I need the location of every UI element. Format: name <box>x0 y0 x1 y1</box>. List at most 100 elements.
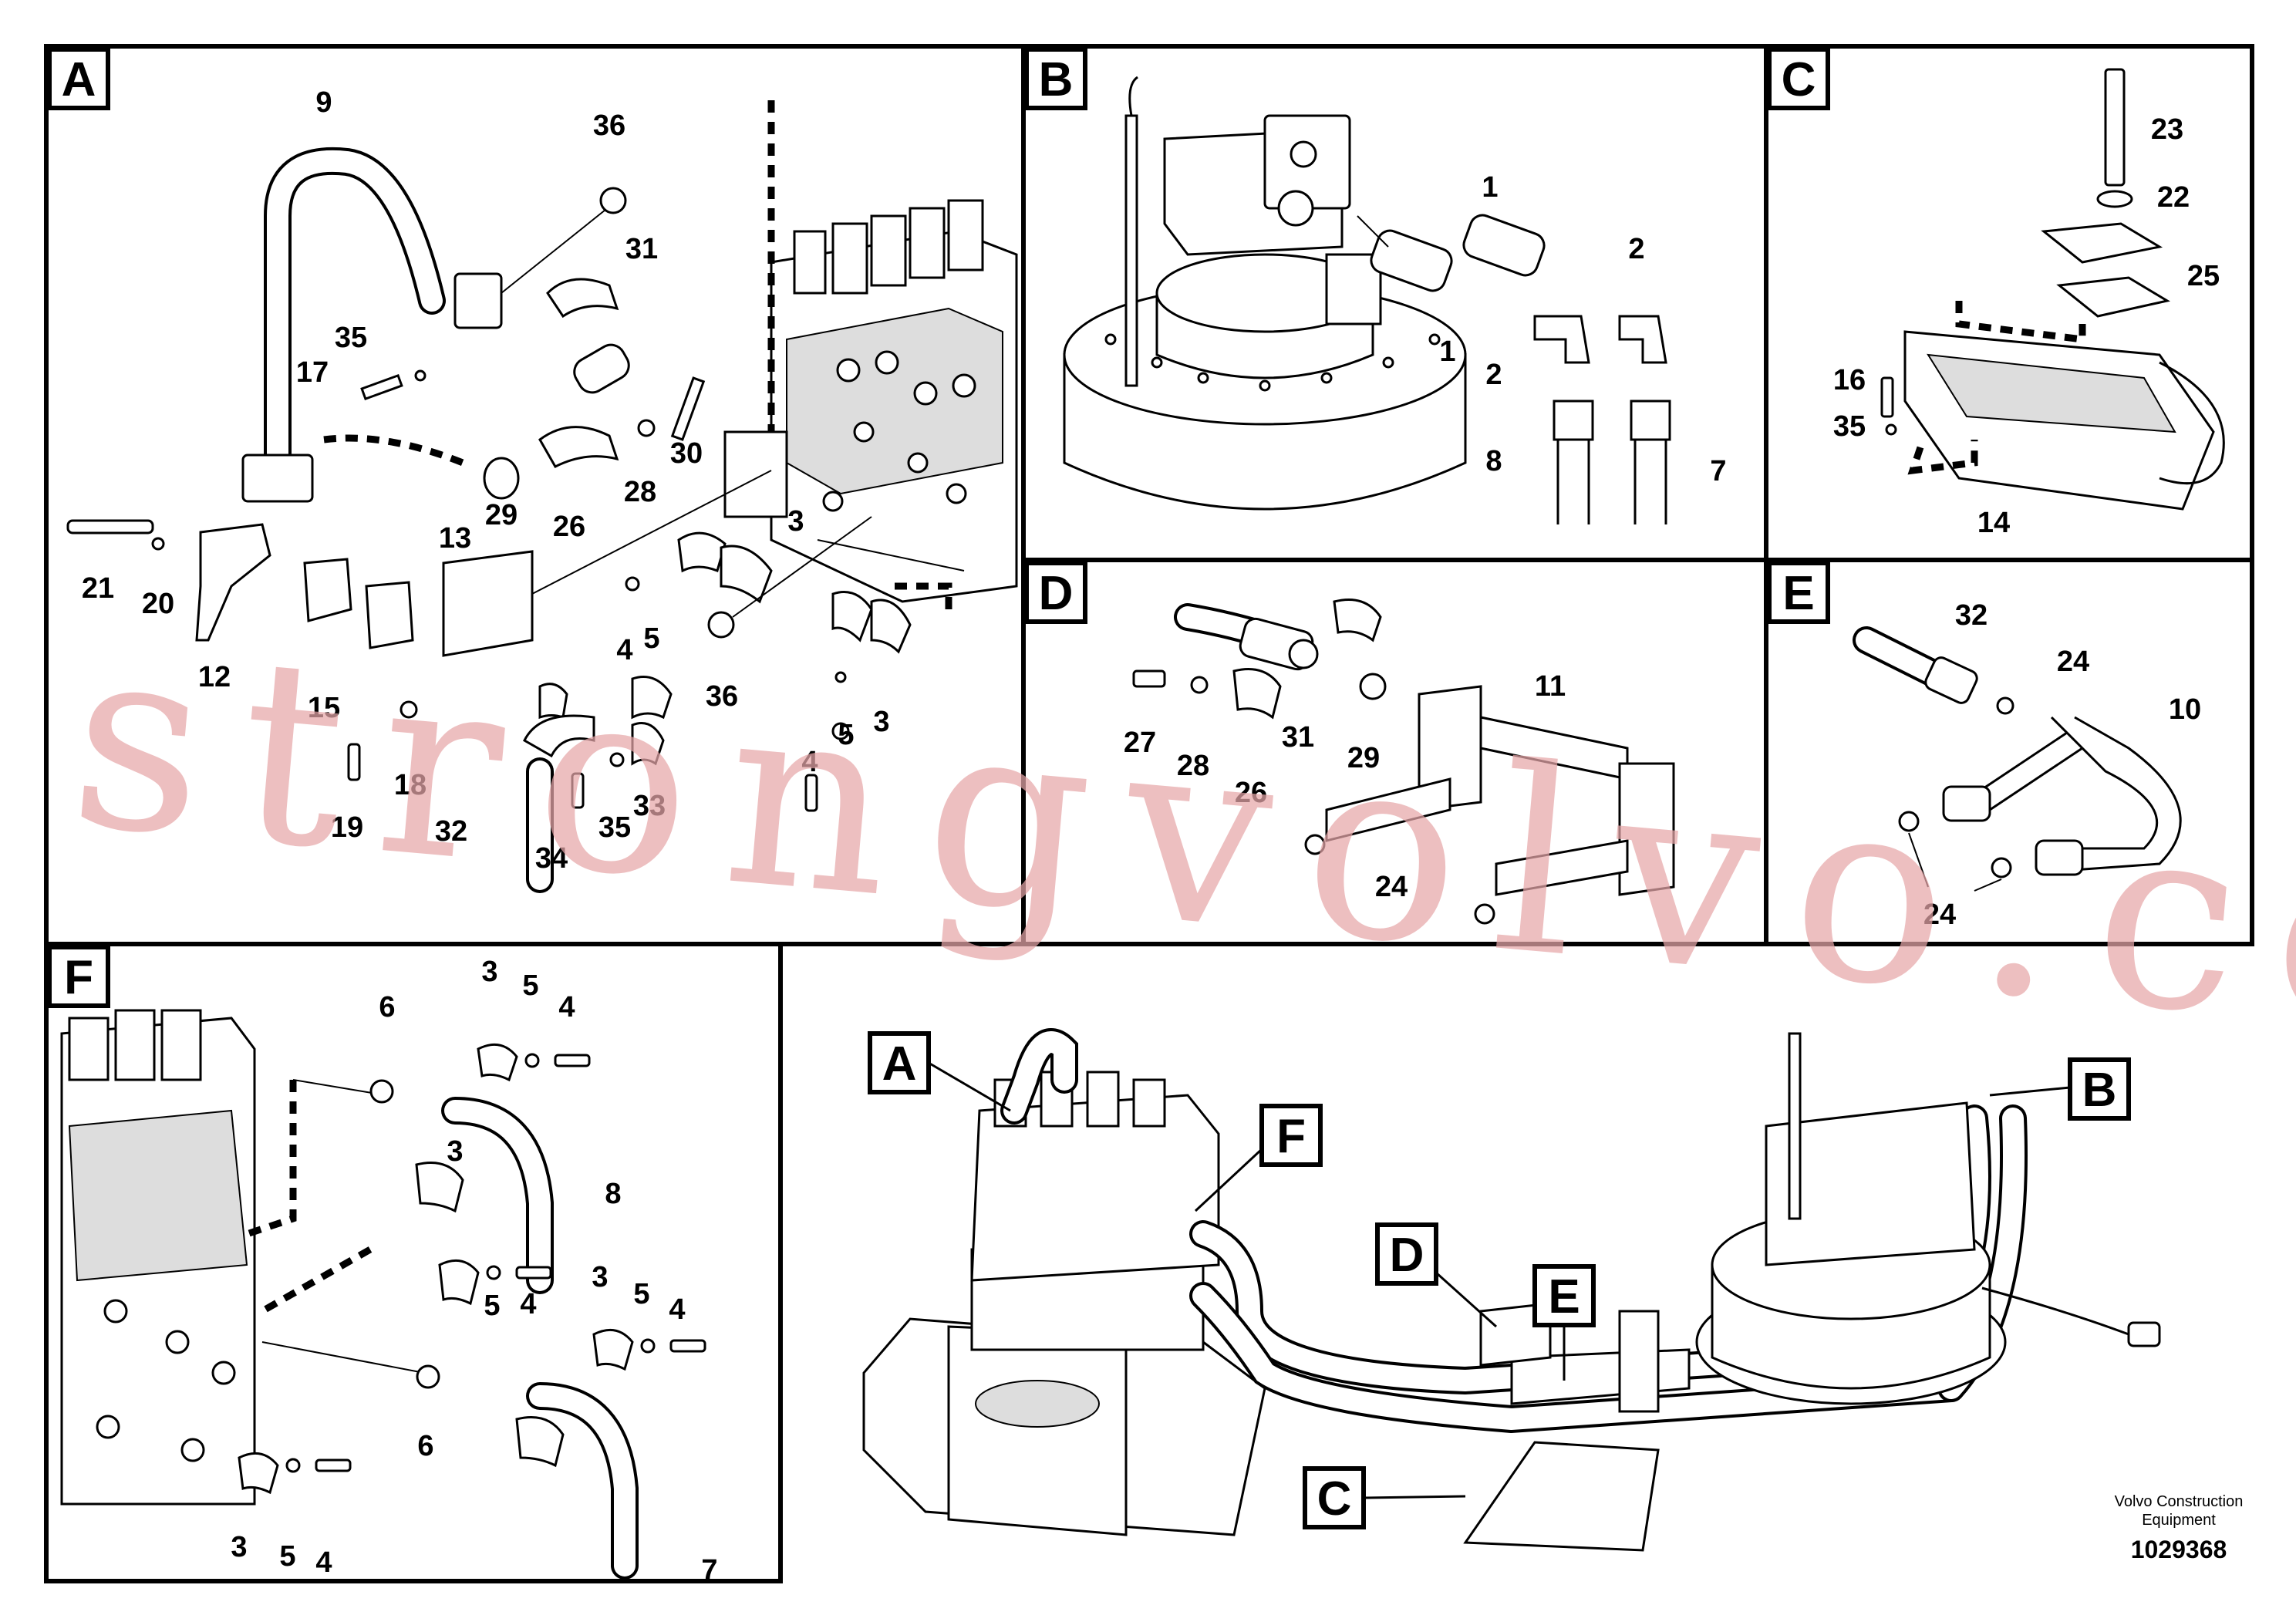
callout-A-27: 34 <box>535 842 568 875</box>
callout-C-1: 23 <box>2151 113 2183 146</box>
panel-C-drawing <box>1880 68 2225 511</box>
callout-A-26: 32 <box>435 815 467 848</box>
overview-label-D: D <box>1375 1222 1498 1328</box>
callout-A-10: 13 <box>439 522 471 555</box>
callout-D-7: 24 <box>1375 871 1408 903</box>
callout-A-24: 33 <box>633 790 666 822</box>
callout-C-3: 25 <box>2187 260 2220 292</box>
panel-A-letter: A <box>62 53 96 106</box>
callout-B-1: 1 <box>1482 171 1498 204</box>
callout-B-4: 2 <box>1485 359 1502 391</box>
svg-text:C: C <box>1317 1472 1352 1526</box>
overview-label-A: A <box>868 1031 1011 1112</box>
overview-drawing <box>862 1028 2161 1552</box>
callout-A-8: 28 <box>624 476 656 508</box>
callout-F-4: 4 <box>558 991 575 1023</box>
callout-A-4: 35 <box>335 322 367 354</box>
panel-B-letter: B <box>1039 53 1074 106</box>
panel-E-letter: E <box>1782 567 1814 620</box>
callout-D-5: 29 <box>1347 742 1380 774</box>
callout-A-12: 20 <box>142 588 174 620</box>
panel-C-letter-box: C <box>1767 47 1830 110</box>
svg-text:B: B <box>2082 1064 2117 1117</box>
callout-F-8: 4 <box>520 1288 536 1320</box>
callout-B-5: 8 <box>1485 445 1502 477</box>
callout-F-7: 5 <box>484 1290 500 1322</box>
panel-F-letter-box: F <box>47 945 110 1008</box>
callout-A-11: 21 <box>82 572 114 605</box>
callout-D-3: 28 <box>1177 750 1209 782</box>
svg-text:E: E <box>1548 1270 1580 1324</box>
overview-label-B: B <box>1989 1057 2131 1121</box>
callout-B-6: 7 <box>1710 455 1726 487</box>
callout-D-6: 26 <box>1235 777 1267 809</box>
callout-A-15: 3 <box>787 505 804 538</box>
panel-frames <box>44 44 2254 1583</box>
callout-D-2: 27 <box>1124 727 1156 759</box>
callout-F-10: 5 <box>633 1278 649 1310</box>
callout-A-20: 5 <box>838 719 854 751</box>
callout-F-13: 7 <box>701 1554 717 1587</box>
callout-A-13: 12 <box>198 661 231 693</box>
callout-D-4: 31 <box>1282 721 1314 754</box>
callout-A-1: 9 <box>315 86 332 119</box>
panel-D-drawing <box>1132 599 1675 925</box>
panel-F-drawing <box>60 1009 706 1580</box>
callout-A-16: 4 <box>616 634 632 666</box>
svg-text:F: F <box>1276 1110 1306 1163</box>
panel-D-letter-box: D <box>1024 561 1087 624</box>
panel-F-letter: F <box>64 951 93 1004</box>
footer: Volvo Construction Equipment 1029368 <box>2115 1493 2244 1563</box>
callout-F-9: 3 <box>592 1261 608 1293</box>
callout-A-7: 29 <box>485 499 518 531</box>
callout-C-5: 35 <box>1833 410 1866 443</box>
panel-E-letter-box: E <box>1767 561 1830 624</box>
callout-F-1: 6 <box>379 991 395 1023</box>
callout-B-2: 1 <box>1439 336 1455 368</box>
callout-A-17: 5 <box>643 622 659 655</box>
callout-F-14: 3 <box>231 1531 247 1563</box>
svg-text:A: A <box>882 1037 917 1091</box>
callout-E-3: 10 <box>2169 693 2201 726</box>
panel-A-drawing <box>66 100 1018 893</box>
overview-label-F: F <box>1194 1104 1323 1212</box>
callout-E-2: 24 <box>2057 646 2089 678</box>
panel-D-letter: D <box>1039 567 1074 620</box>
callout-A-18: 36 <box>706 680 738 713</box>
callout-E-4: 24 <box>1923 899 1956 931</box>
svg-text:D: D <box>1390 1229 1424 1282</box>
callout-A-6: 30 <box>670 437 703 470</box>
callout-B-3: 2 <box>1628 233 1644 265</box>
callout-C-2: 22 <box>2157 181 2190 214</box>
panel-B-letter-box: B <box>1024 47 1087 110</box>
callout-A-3: 31 <box>625 233 658 265</box>
panel-E-frame <box>1764 558 2254 946</box>
panel-B-drawing <box>1063 76 1671 524</box>
panel-E-drawing <box>1853 626 2182 892</box>
valve-block-illustration <box>60 1009 256 1506</box>
callout-A-14: 15 <box>308 692 340 724</box>
callout-A-19: 4 <box>801 746 818 778</box>
control-valve-illustration <box>723 199 1018 603</box>
callout-F-5: 8 <box>605 1178 621 1210</box>
callout-A-22: 18 <box>394 769 426 801</box>
callout-F-6: 3 <box>447 1135 463 1168</box>
panel-C-letter: C <box>1782 53 1816 106</box>
callout-A-5: 17 <box>296 356 329 389</box>
callout-D-1: 11 <box>1535 670 1566 703</box>
callout-F-3: 5 <box>522 969 538 1002</box>
swing-motor-illustration <box>1063 76 1467 511</box>
drawing-number: 1029368 <box>2131 1536 2227 1563</box>
footer-company-line2: Equipment <box>2142 1512 2216 1529</box>
callout-A-25: 35 <box>598 811 631 844</box>
callout-E-1: 32 <box>1955 599 1988 632</box>
overview-label-E: E <box>1532 1264 1596 1381</box>
callout-F-15: 5 <box>279 1540 295 1573</box>
callout-F-11: 4 <box>669 1293 685 1326</box>
callout-A-9: 26 <box>553 511 585 543</box>
callout-F-2: 3 <box>481 956 497 988</box>
callout-C-4: 16 <box>1833 364 1866 396</box>
footer-company-line1: Volvo Construction <box>2115 1493 2244 1510</box>
